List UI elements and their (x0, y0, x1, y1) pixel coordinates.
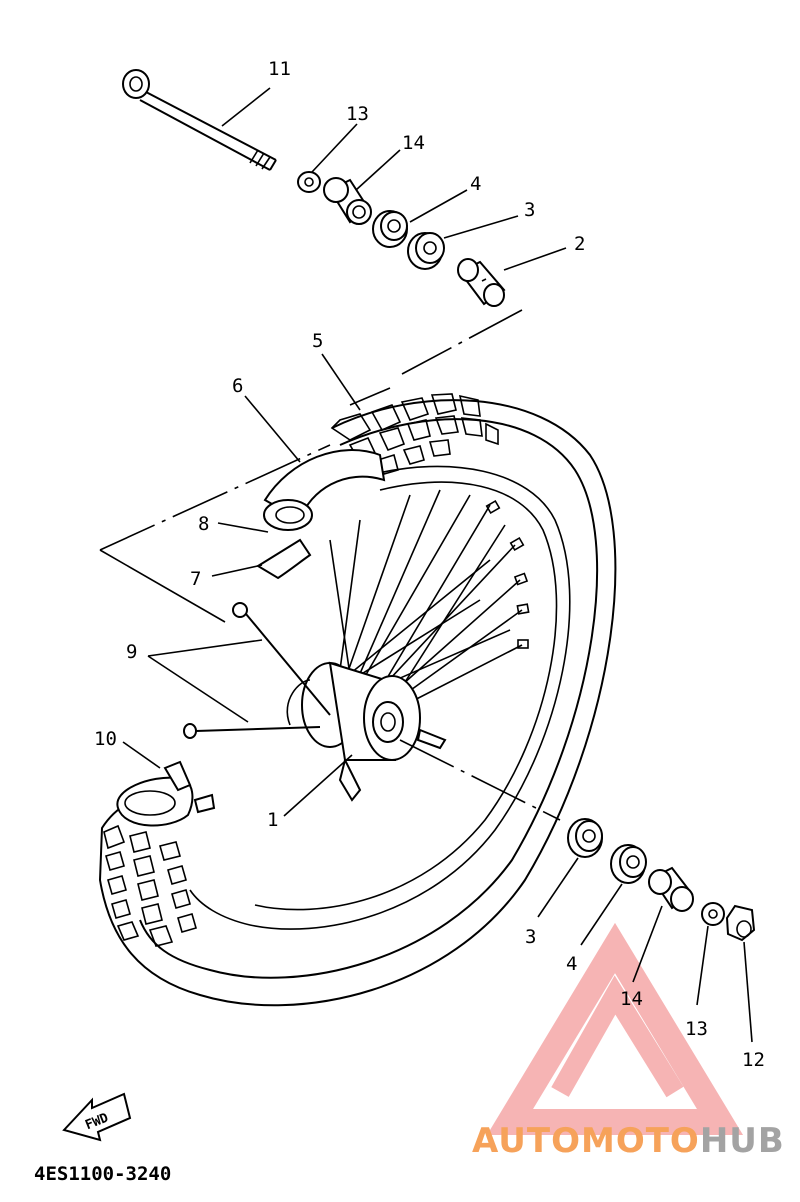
callout-10: 10 (94, 728, 117, 750)
axle-nut-part (725, 904, 756, 942)
bearing-part-3-bottom (567, 818, 603, 858)
spoke-part-lower (183, 679, 321, 739)
tube-part (263, 449, 386, 531)
callout-7: 7 (190, 568, 201, 590)
callout-13-bottom: 13 (685, 1018, 708, 1040)
rim-lock-part (116, 760, 216, 827)
watermark-hub: HUB (700, 1121, 785, 1161)
automotohub-logo-triangle (486, 922, 744, 1135)
axle-part (122, 69, 277, 171)
diagram-code: 4ES1100-3240 (34, 1163, 171, 1185)
bearing-part-4-top (372, 210, 408, 248)
fwd-arrow-icon: FWD (62, 1092, 132, 1142)
callout-5: 5 (312, 330, 323, 352)
watermark-text: AUTOMOTOHUB (472, 1121, 785, 1161)
callout-1: 1 (267, 809, 278, 831)
bearing-part-3-top (407, 232, 445, 270)
callout-6: 6 (232, 375, 243, 397)
spacer-part-top (323, 177, 372, 225)
leader-lines (122, 87, 753, 1043)
spoke-nipples (485, 499, 530, 649)
callout-13-top: 13 (346, 103, 369, 125)
tire-part (98, 393, 617, 1007)
bearing-part-4-bottom (610, 844, 647, 884)
callout-9: 9 (126, 641, 137, 663)
callout-2: 2 (574, 233, 585, 255)
spoke-part-upper (232, 602, 331, 716)
callout-4-bottom: 4 (566, 953, 577, 975)
watermark-auto: AUTO (472, 1121, 581, 1161)
spacer-part-bottom (648, 866, 694, 912)
collar-part-top (297, 171, 321, 193)
collar-part-bottom (701, 902, 725, 926)
callout-3-top: 3 (524, 199, 535, 221)
callout-11: 11 (268, 58, 291, 80)
hub-part (301, 661, 447, 802)
callout-8: 8 (198, 513, 209, 535)
callout-14-top: 14 (402, 132, 425, 154)
spacer-part-2 (457, 258, 506, 307)
rim-band-part (256, 538, 312, 580)
callout-4-top: 4 (470, 173, 481, 195)
watermark-moto: MOTO (581, 1121, 700, 1161)
callout-14-bottom: 14 (620, 988, 643, 1010)
callout-3-bottom: 3 (525, 926, 536, 948)
callout-12: 12 (742, 1049, 765, 1071)
